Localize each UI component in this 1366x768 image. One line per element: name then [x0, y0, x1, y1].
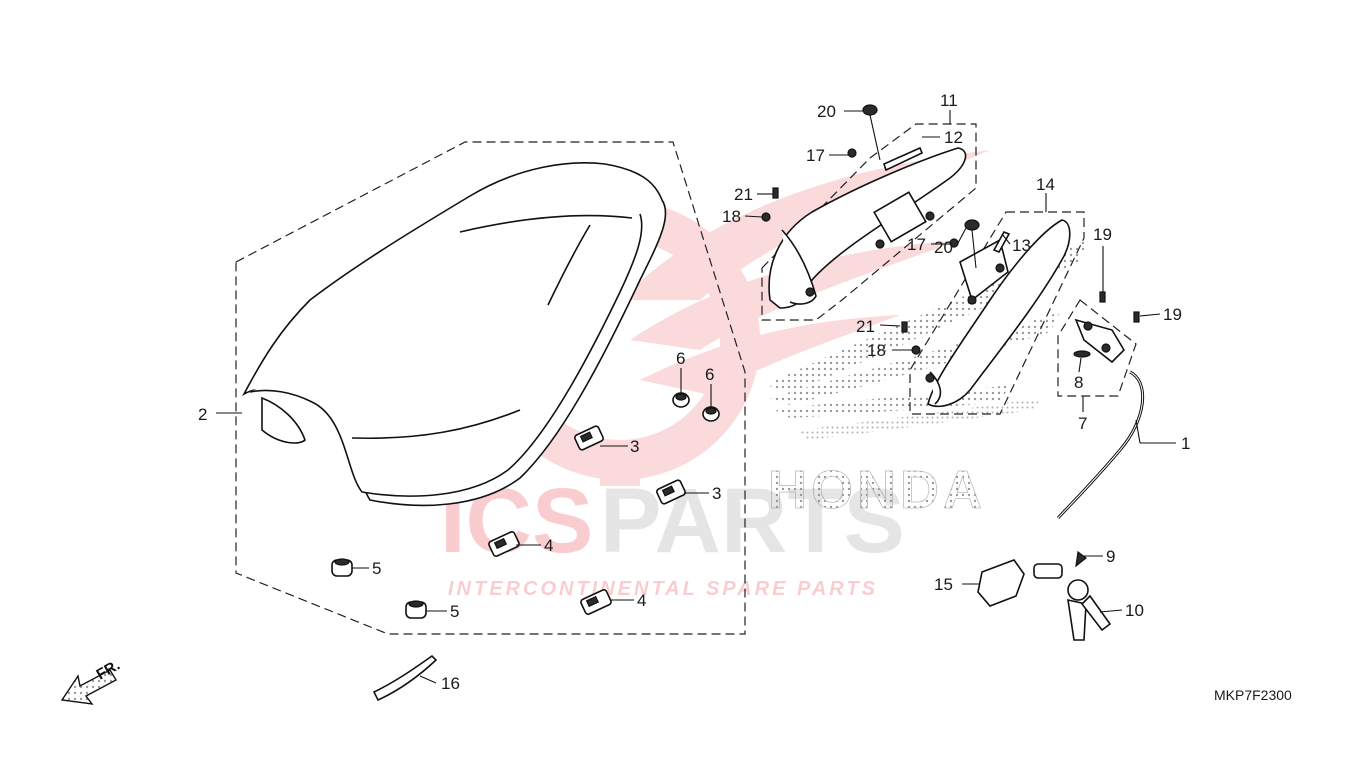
bracket-4b	[580, 589, 612, 615]
leader-lines	[216, 110, 1176, 684]
screw-21b	[901, 321, 908, 333]
grab-rail-right-outline	[909, 211, 1085, 415]
callout-20b: 20	[934, 238, 953, 257]
nut-17a	[847, 148, 857, 158]
bracket-3b	[656, 479, 686, 505]
rubber-bush-6a	[672, 392, 690, 408]
brand-part2: PARTS	[600, 470, 905, 572]
bolt-20b	[964, 219, 980, 269]
honda-word-watermark: HONDA	[768, 460, 986, 520]
callout-3b: 3	[712, 484, 721, 503]
callout-12: 12	[944, 128, 963, 147]
screw-21a	[772, 187, 779, 199]
callout-13: 13	[1012, 236, 1031, 255]
callout-18a: 18	[722, 207, 741, 226]
callout-19a: 19	[1093, 225, 1112, 244]
callout-1: 1	[1181, 434, 1190, 453]
rubber-bush-6b	[702, 406, 720, 422]
washer-18b	[911, 345, 921, 355]
callout-4b: 4	[637, 591, 646, 610]
diagram-code: MKP7F2300	[1214, 687, 1292, 703]
grab-rail-left	[768, 146, 967, 309]
bolt-20a	[862, 104, 881, 161]
callouts: 1 2 3 3 4 4 5 5 6 6 7 8 9 10 11 12 13 14…	[198, 91, 1190, 693]
callout-5b: 5	[450, 602, 459, 621]
rubber-cushion-5b	[405, 600, 427, 619]
washer-18a	[761, 212, 771, 222]
lock-cover	[977, 559, 1025, 607]
seat-lock-cable	[1056, 370, 1145, 520]
callout-16: 16	[441, 674, 460, 693]
brand-watermark: ICS PARTS INTERCONTINENTAL SPARE PARTS	[440, 470, 905, 600]
bracket-3a	[574, 425, 604, 451]
callout-19b: 19	[1163, 305, 1182, 324]
key-cylinder-set	[1033, 550, 1112, 641]
callout-3a: 3	[630, 437, 639, 456]
callout-17a: 17	[806, 146, 825, 165]
callout-21b: 21	[856, 317, 875, 336]
callout-6a: 6	[676, 349, 685, 368]
callout-8: 8	[1074, 373, 1083, 392]
callout-4a: 4	[544, 536, 553, 555]
seat	[242, 162, 667, 507]
callout-17b: 17	[907, 235, 926, 254]
callout-20a: 20	[817, 102, 836, 121]
seat-strap	[372, 654, 438, 702]
callout-14: 14	[1036, 175, 1055, 194]
brand-tagline: INTERCONTINENTAL SPARE PARTS	[448, 578, 878, 600]
front-direction-arrow: FR.	[60, 657, 123, 705]
callout-7: 7	[1078, 414, 1087, 433]
grab-rail-right	[925, 219, 1071, 408]
bracket-4a	[488, 531, 520, 557]
seat-lock	[1073, 291, 1140, 364]
callout-9: 9	[1106, 547, 1115, 566]
callout-2: 2	[198, 405, 207, 424]
rubber-cushion-5a	[331, 558, 353, 577]
callout-10: 10	[1125, 601, 1144, 620]
grab-rail-left-outline	[761, 123, 977, 321]
callout-6b: 6	[705, 365, 714, 384]
callout-21a: 21	[734, 185, 753, 204]
callout-15: 15	[934, 575, 953, 594]
callout-18b: 18	[867, 341, 886, 360]
callout-11: 11	[940, 91, 958, 110]
lock-kit-outline	[1057, 299, 1137, 397]
callout-5a: 5	[372, 559, 381, 578]
seat-kit-outline	[235, 141, 746, 635]
